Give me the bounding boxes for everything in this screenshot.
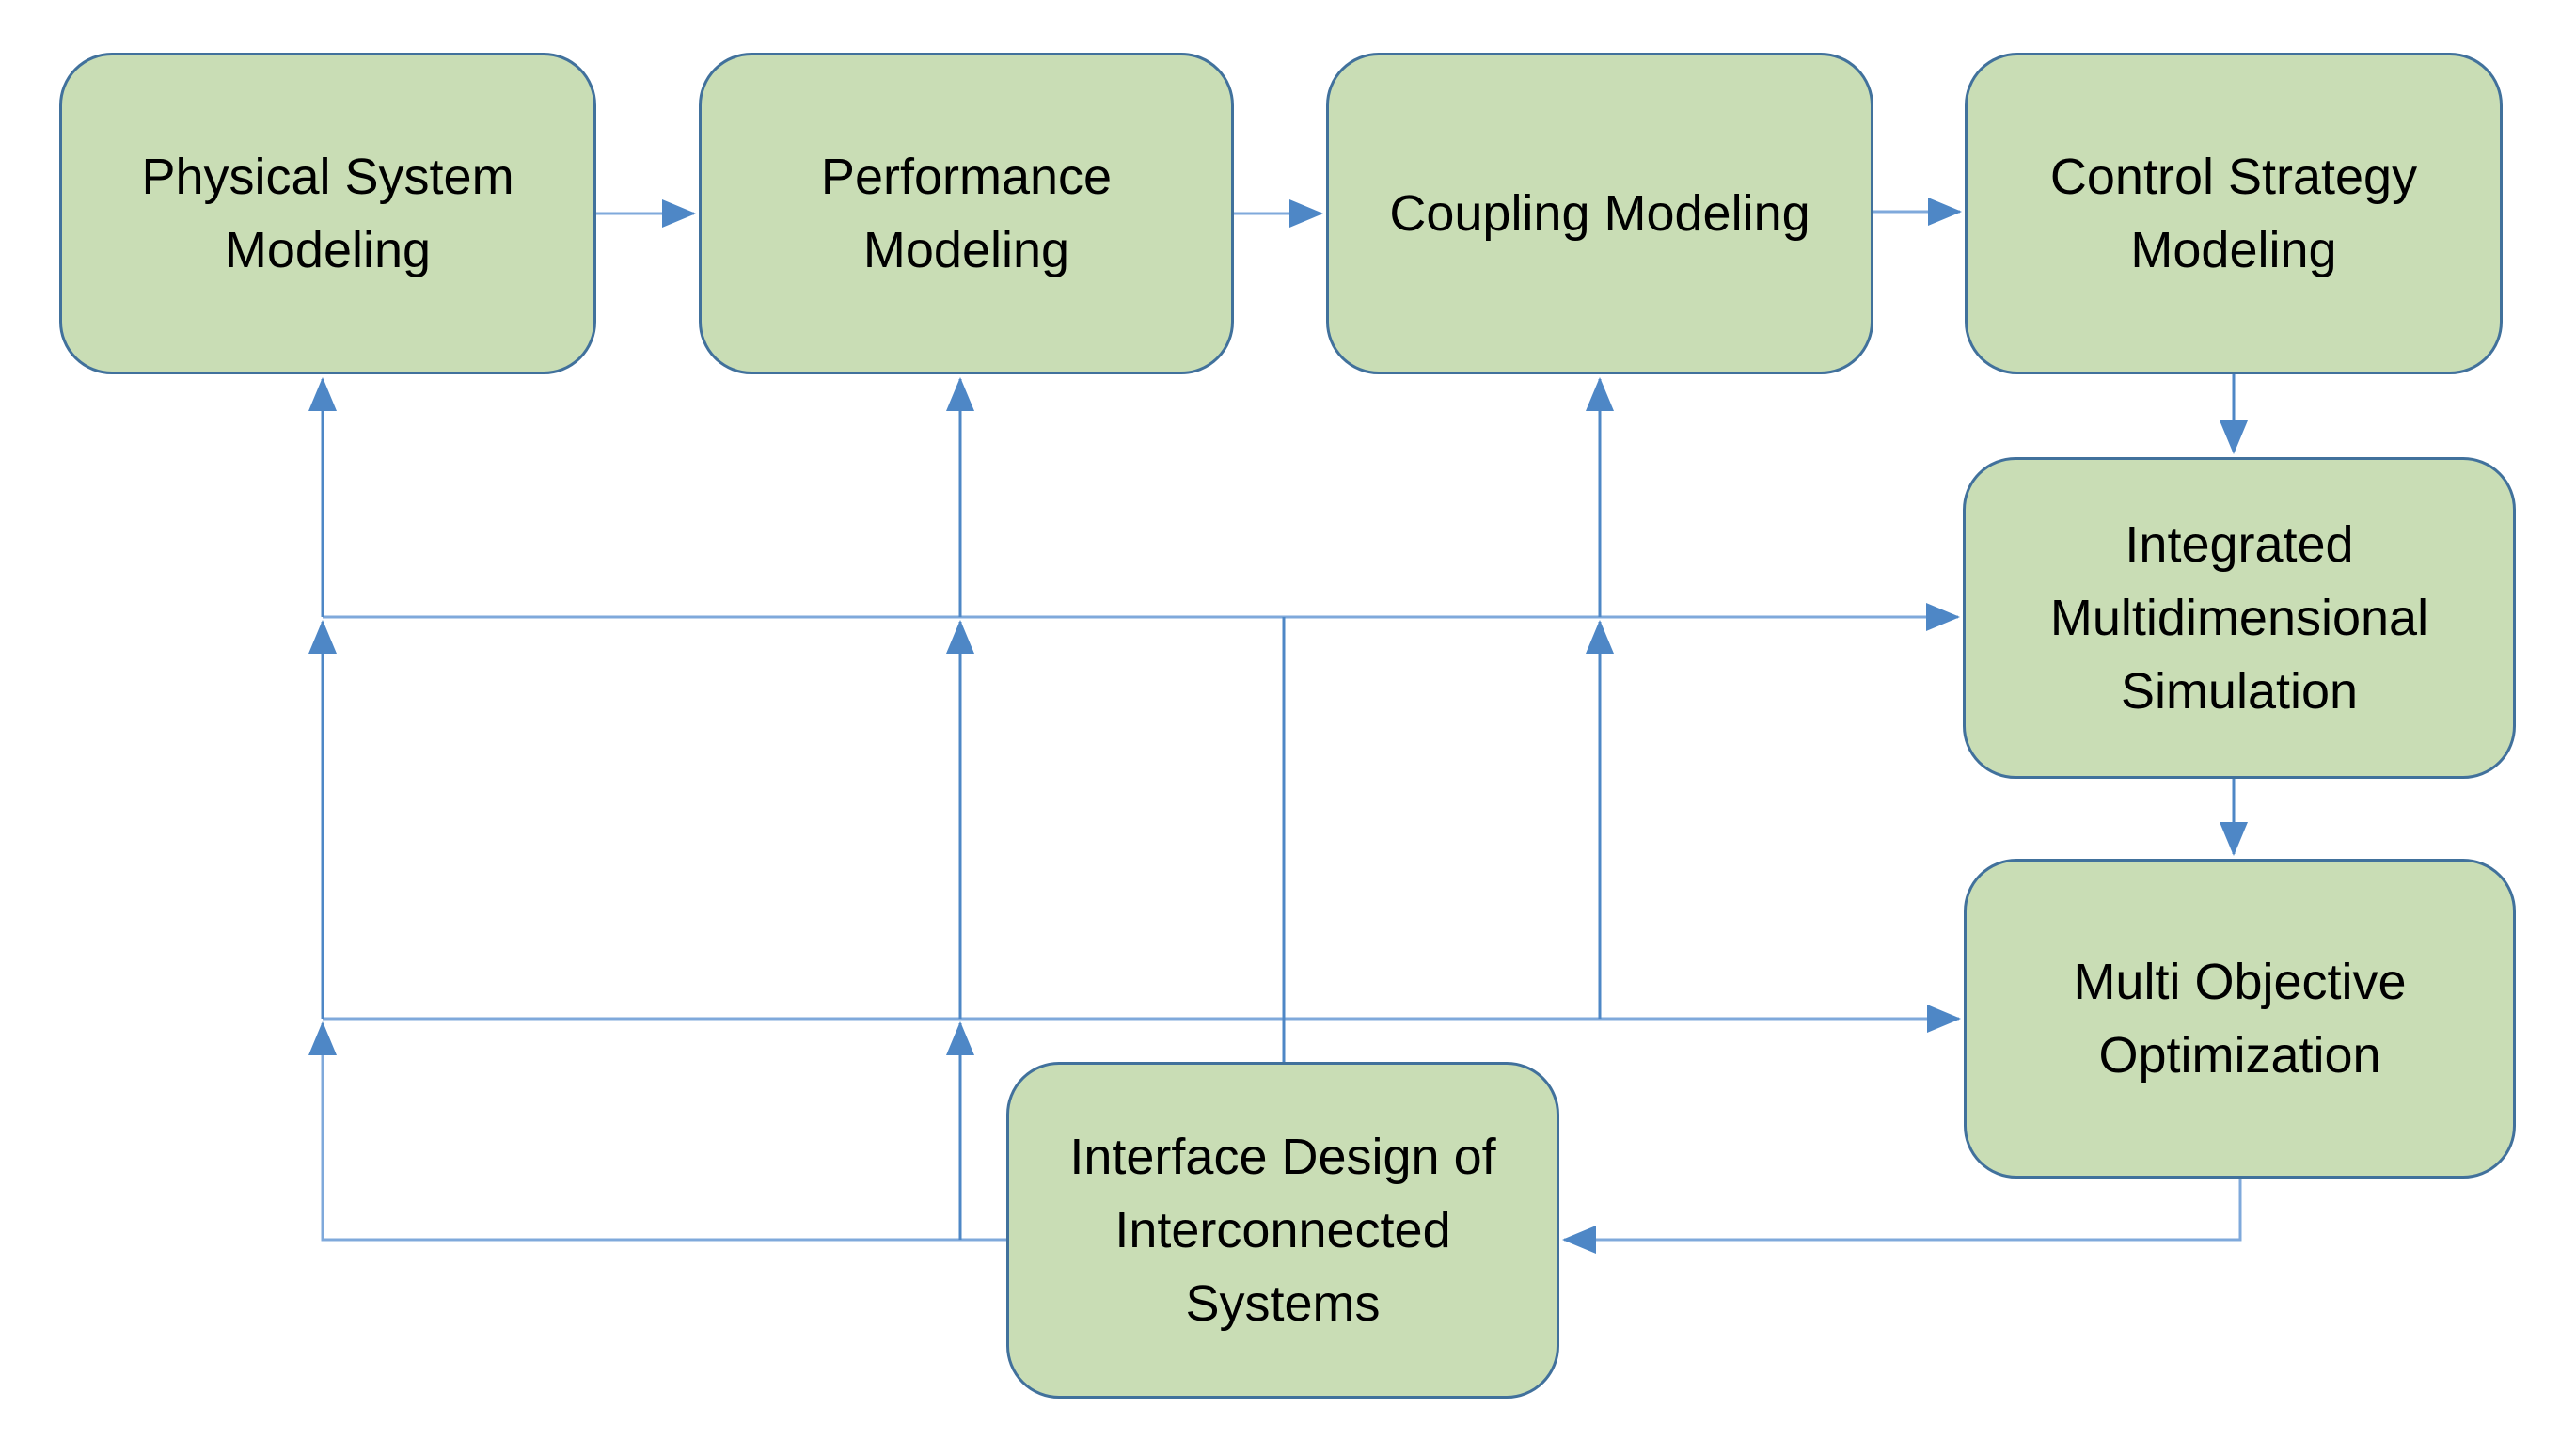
edge-optimization-to-interface <box>1562 1179 2242 1254</box>
node-integrated-multidimensional-simulation: Integrated Multidimensional Simulation <box>1963 457 2516 779</box>
node-performance-modeling: Performance Modeling <box>699 53 1234 374</box>
node-label: Performance Modeling <box>820 149 1113 278</box>
node-label: Control Strategy Modeling <box>2049 149 2418 278</box>
node-label: Coupling Modeling <box>1389 185 1810 242</box>
node-label: Interface Design of Interconnected Syste… <box>1069 1129 1496 1332</box>
edge-interface-feedback-left-up <box>308 1021 1006 1242</box>
node-multi-objective-optimization: Multi Objective Optimization <box>1964 859 2516 1179</box>
node-coupling-modeling: Coupling Modeling <box>1326 53 1873 374</box>
node-interface-design-of-interconnected-systems: Interface Design of Interconnected Syste… <box>1006 1062 1559 1399</box>
node-label: Integrated Multidimensional Simulation <box>2049 516 2429 720</box>
node-physical-system-modeling: Physical System Modeling <box>59 53 596 374</box>
node-control-strategy-modeling: Control Strategy Modeling <box>1965 53 2503 374</box>
node-label: Multi Objective Optimization <box>2073 954 2407 1084</box>
node-label: Physical System Modeling <box>141 149 514 278</box>
